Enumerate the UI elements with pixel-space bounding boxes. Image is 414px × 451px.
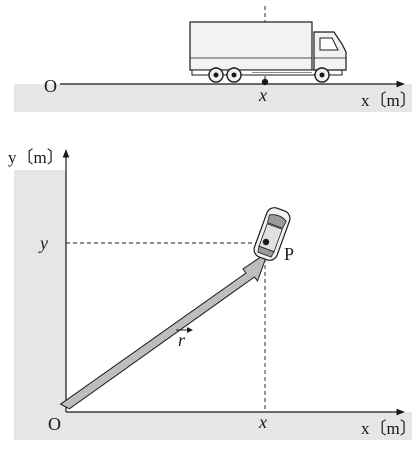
y-tick-label: y bbox=[38, 233, 48, 253]
origin-label-top: O bbox=[44, 76, 57, 96]
origin-label: O bbox=[48, 414, 61, 434]
point-label: P bbox=[284, 244, 294, 264]
ground-bottom bbox=[14, 412, 412, 440]
x-axis-label-top: x〔m〕 bbox=[361, 91, 414, 110]
vector-label: r bbox=[178, 330, 186, 350]
top-panel: O x x〔m〕 bbox=[14, 6, 414, 112]
ground-strip bbox=[14, 84, 412, 112]
y-axis-label: y〔m〕 bbox=[8, 148, 64, 167]
position-label-top: x bbox=[258, 85, 267, 105]
position-vector-arrow bbox=[59, 250, 269, 410]
truck-position-dot bbox=[261, 78, 269, 86]
truck-icon bbox=[189, 21, 347, 83]
ground-left bbox=[14, 170, 66, 418]
x-axis-label: x〔m〕 bbox=[361, 419, 414, 438]
x-tick-label: x bbox=[258, 412, 267, 432]
bottom-panel: y〔m〕 y P r O x x〔m〕 bbox=[8, 148, 414, 440]
point-p-dot bbox=[262, 238, 270, 246]
